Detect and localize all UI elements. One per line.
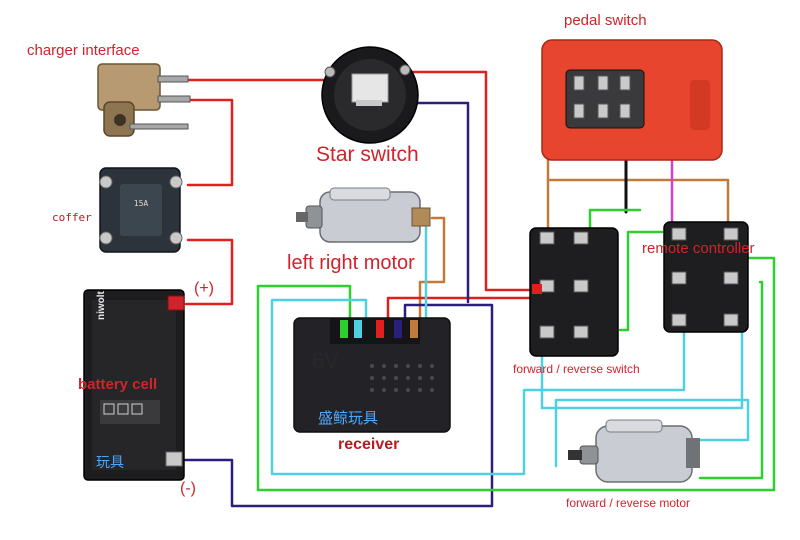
star-switch — [321, 46, 419, 144]
charger-interface — [97, 63, 191, 137]
coffer-breaker: 15A — [99, 167, 183, 253]
receiver-vents — [370, 364, 434, 392]
forward-reverse-switch — [529, 227, 619, 357]
wire-red-charger-coffer — [186, 98, 234, 187]
receiver — [293, 317, 451, 433]
forward-reverse-motor — [568, 419, 700, 483]
battery-brand-marking: 玩具 — [96, 454, 124, 470]
wire-cyan-receiver-remote — [270, 298, 686, 476]
forward-reverse-motor-label: forward / reverse motor — [566, 496, 691, 510]
pedal-switch — [541, 39, 723, 161]
receiver-label: receiver — [338, 436, 400, 453]
wire-navy-battery-neg — [174, 303, 494, 508]
wire-brown-pedal-remote — [546, 148, 730, 234]
battery-cell — [83, 289, 185, 481]
coffer-label: coffer — [52, 211, 92, 224]
battery-maker-marking: niwolt — [96, 291, 107, 320]
wire-green-fwdswitch-remote — [618, 230, 664, 332]
battery-negative-label: (-) — [180, 480, 196, 497]
forward-reverse-switch-label: forward / reverse switch — [513, 362, 640, 376]
star-switch-label: Star switch — [316, 143, 419, 166]
wire-red-star-fwdswitch — [403, 70, 542, 292]
remote-controller-label: remote controller — [642, 240, 755, 257]
wire-red-coffer-battery — [184, 238, 234, 306]
wire-cyan-motor-remote — [554, 398, 750, 468]
charger-interface-label: charger interface — [27, 42, 140, 59]
left-right-motor — [296, 187, 431, 243]
svg-text:15A: 15A — [134, 199, 149, 208]
wire-green-remote-motor — [698, 280, 764, 480]
remote-controller — [663, 221, 749, 333]
battery-cell-label: battery cell — [78, 376, 158, 393]
pedal-switch-label: pedal switch — [564, 12, 647, 29]
battery-positive-label: (+) — [194, 280, 214, 297]
receiver-brand-marking: 盛鲸玩具 — [318, 410, 379, 427]
receiver-voltage-marking: 6V — [312, 348, 339, 373]
wire-brown-motor-receiver — [418, 216, 446, 327]
left-right-motor-label: left right motor — [287, 252, 415, 274]
wire-red-fwdswitch-receiver — [386, 296, 542, 328]
